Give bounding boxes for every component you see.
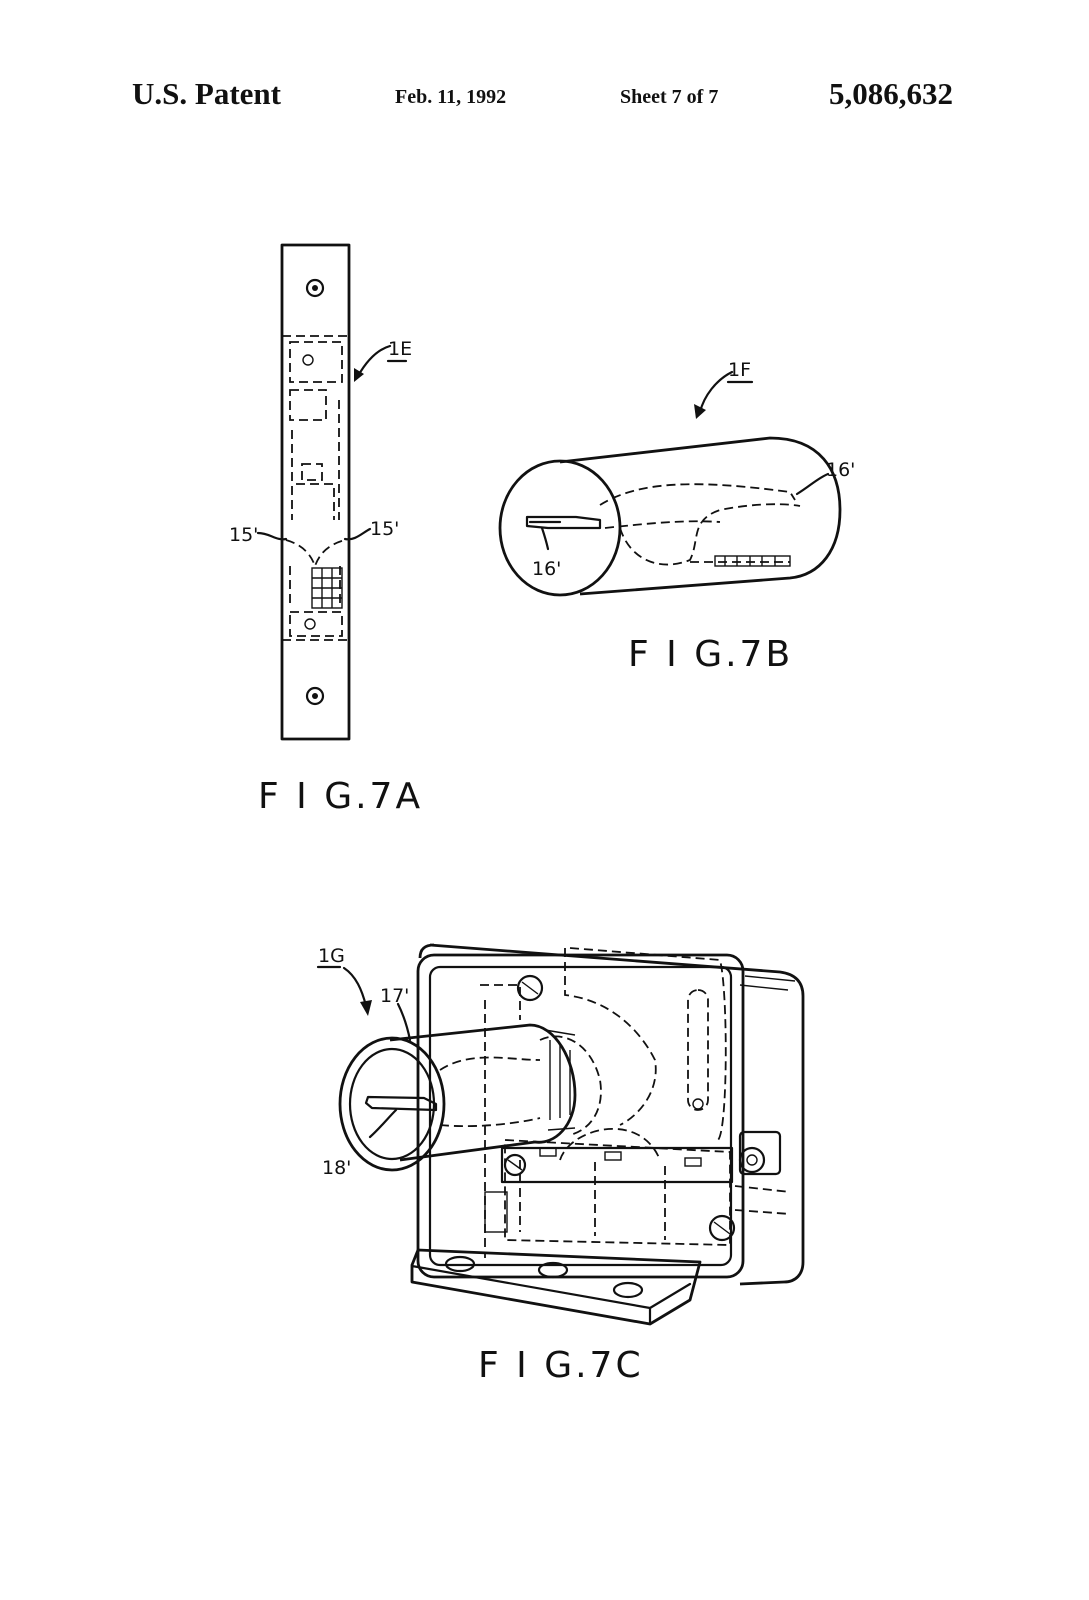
fig-7c-ref-tube: 17' — [380, 985, 409, 1007]
fig-7c-mounting-bracket — [410, 1248, 702, 1326]
fig-7c-housing-back — [429, 943, 805, 1286]
fig-7c-leader-key — [368, 1108, 398, 1139]
fig-7b-cylinder-body — [559, 436, 842, 596]
fig-7b-ref-top: 16' — [826, 459, 855, 481]
fig-7b-ref-bottom: 16' — [532, 558, 561, 580]
fig-7a-caption: F I G.7A — [258, 776, 423, 817]
fig-7c-drawing: 1G 17' 18' F I G.7C — [316, 943, 805, 1386]
fig-7b-leader-bottom — [540, 526, 550, 551]
header-patent-number: 5,086,632 — [829, 76, 953, 111]
fig-7c-cylinder-face — [338, 1036, 446, 1172]
fig-7c-lock-cylinder — [389, 1023, 577, 1162]
fig-7b-drawing: 1F 16' 16' F I G.7B — [498, 359, 855, 675]
fig-7b-caption: F I G.7B — [628, 634, 793, 675]
header-patent-label: U.S. Patent — [132, 76, 281, 111]
fig-7a-faceplate — [280, 243, 351, 741]
fig-7c-arrow — [342, 966, 368, 1008]
fig-7a-leader-right — [343, 527, 372, 541]
fig-7b-key-slot — [525, 515, 602, 530]
fig-7c-caption: F I G.7C — [478, 1345, 644, 1386]
fig-7a-bottom-screw — [305, 686, 325, 706]
fig-7a-leader-left — [256, 531, 288, 541]
fig-7a-top-screw — [305, 278, 325, 298]
fig-7c-contact-bar — [500, 1146, 734, 1184]
fig-7c-housing-front — [416, 953, 745, 1279]
header-date: Feb. 11, 1992 — [395, 86, 507, 108]
fig-7a-arrow — [356, 344, 392, 378]
fig-7a-drawing: 1E 15' 15' F I G.7A — [229, 243, 423, 817]
fig-7b-leader-top — [795, 472, 830, 496]
fig-7c-key-slot — [364, 1095, 438, 1112]
fig-7c-ref-key: 18' — [322, 1157, 351, 1179]
fig-7b-ref-main: 1F — [728, 359, 751, 381]
fig-7c-leader-tube — [396, 1002, 412, 1042]
header-sheet-number: Sheet 7 of 7 — [620, 86, 719, 108]
fig-7c-ref-main: 1G — [318, 945, 345, 967]
fig-7a-ref-left: 15' — [229, 524, 258, 546]
fig-7a-ref-main: 1E — [388, 338, 412, 360]
fig-7a-ref-right: 15' — [370, 518, 399, 540]
